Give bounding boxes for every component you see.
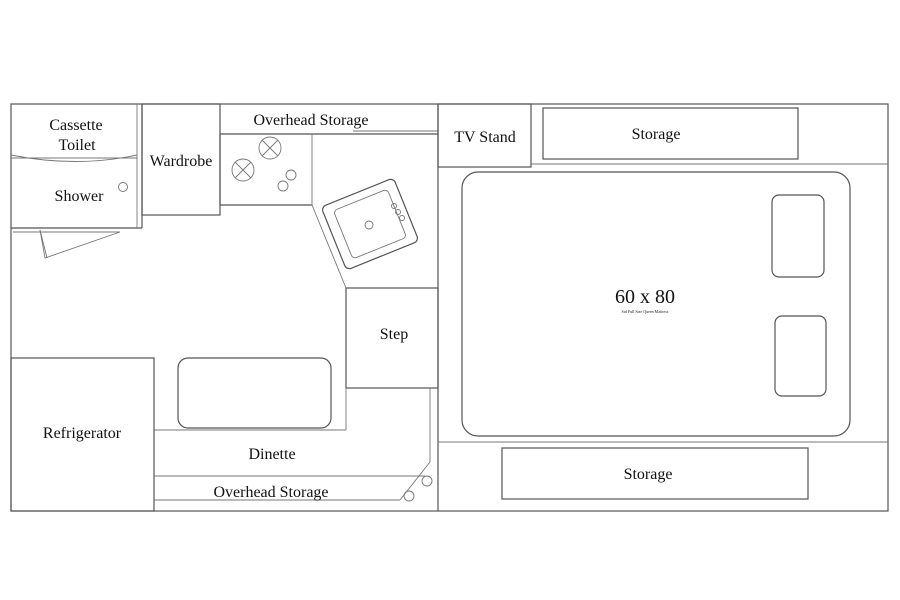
mattress-size-label: 60 x 80 [615,286,675,308]
faucet-icon [391,203,397,209]
storage-top-label: Storage [632,126,681,143]
cassette-toilet-label: Toilet [58,137,96,154]
overhead-storage-top-label: Overhead Storage [253,112,368,129]
shower-label: Shower [55,188,105,205]
shower-drain-icon [118,182,128,192]
mattress [461,171,851,437]
fixture-icon [403,490,415,502]
refrigerator-label: Refrigerator [43,425,122,442]
dinette-table [177,357,332,429]
sink-drain-icon [364,220,374,230]
stovetop [219,134,313,206]
pillow [774,315,827,397]
toilet-shower-partition [10,154,138,162]
mattress-note-label: Std Full Size Queen Mattress [622,309,669,314]
storage-bottom [501,447,809,500]
fixture-icon [421,475,433,487]
burner-icon [231,158,255,182]
step [345,287,439,389]
wardrobe-label: Wardrobe [150,153,213,170]
tv-stand-label: TV Stand [454,129,515,146]
dinette-label: Dinette [248,446,295,463]
tv-stand [437,103,532,168]
overhead-storage-bottom-label: Overhead Storage [213,484,328,501]
step-label: Step [380,326,408,343]
stove-knob-icon [277,180,289,192]
burner-icon [258,136,282,160]
bathroom-door [39,229,121,259]
dinette [154,357,433,502]
stove-knob-icon [285,169,297,181]
storage-bottom-label: Storage [624,466,673,483]
sink [311,178,418,289]
storage-top [542,107,799,160]
pillow [771,194,825,278]
cassette-toilet-label: Cassette [49,117,102,134]
refrigerator [10,357,155,512]
